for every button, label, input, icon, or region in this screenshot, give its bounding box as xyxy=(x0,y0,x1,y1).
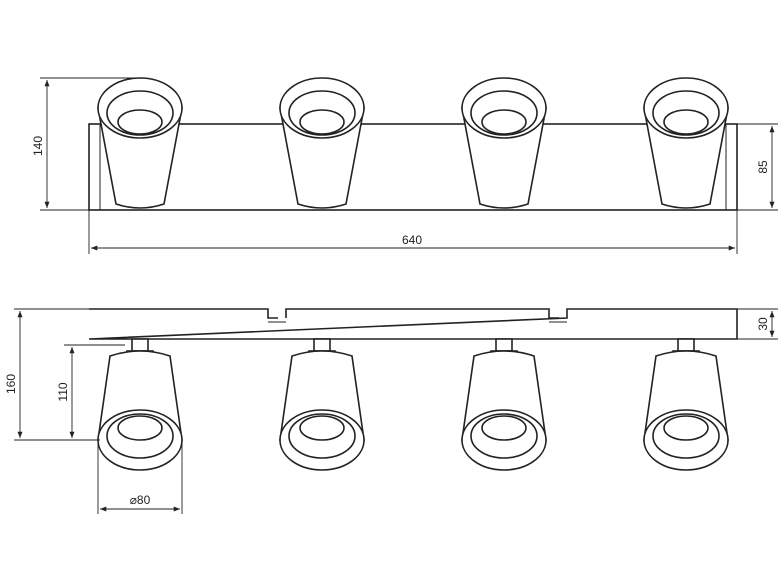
dim-total-length: 640 xyxy=(88,210,738,254)
side-spot-4 xyxy=(643,338,729,471)
dim-rail-thickness-label: 30 xyxy=(756,317,770,331)
side-rail xyxy=(88,308,738,340)
front-view: 140 85 640 xyxy=(31,77,778,254)
dim-front-body-height: 85 xyxy=(737,123,778,211)
front-base-plate xyxy=(88,123,738,211)
side-spot-2 xyxy=(279,338,365,471)
dim-side-total-height-label: 160 xyxy=(4,374,18,394)
dim-spot-diameter: ⌀80 xyxy=(97,440,183,514)
side-view: 160 110 30 ⌀80 xyxy=(4,308,778,514)
dim-front-height-label: 140 xyxy=(31,136,45,156)
front-spot-3 xyxy=(461,77,547,209)
dim-rail-thickness: 30 xyxy=(737,308,778,340)
side-spot-3 xyxy=(461,338,547,471)
dim-side-total-height: 160 xyxy=(4,308,100,441)
dim-total-length-label: 640 xyxy=(402,233,422,247)
dim-side-spot-height: 110 xyxy=(56,344,125,438)
dim-side-spot-height-label: 110 xyxy=(56,382,70,401)
front-spot-2 xyxy=(279,77,365,209)
front-spot-1 xyxy=(97,77,183,209)
side-spot-1 xyxy=(97,338,183,471)
dim-front-height: 140 xyxy=(31,77,140,211)
dim-front-body-height-label: 85 xyxy=(756,160,770,174)
front-spot-4 xyxy=(643,77,729,209)
dim-spot-diameter-label: ⌀80 xyxy=(130,493,151,507)
